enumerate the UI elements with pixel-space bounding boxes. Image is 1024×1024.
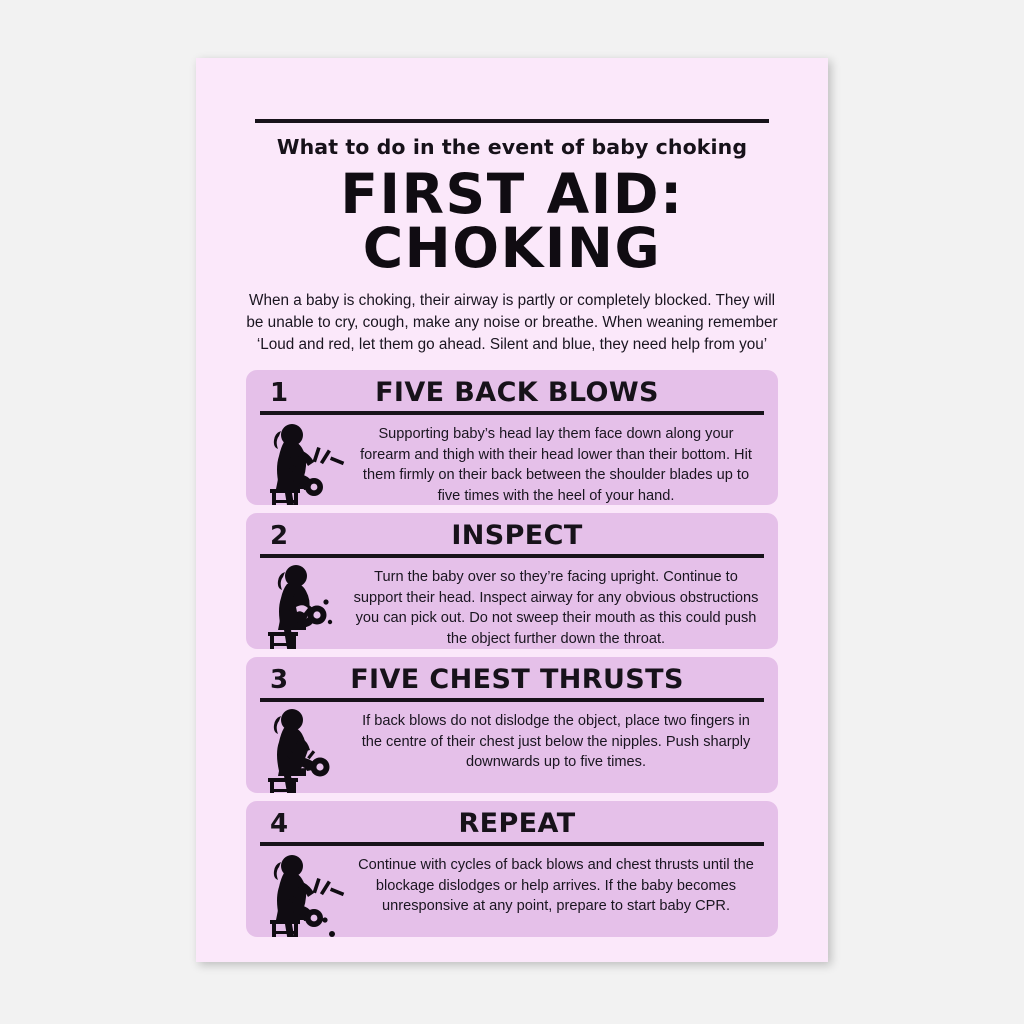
back-blows-icon — [254, 417, 350, 506]
step-1-divider — [260, 411, 764, 415]
chest-thrusts-icon — [254, 704, 350, 794]
page-title: FIRST AID: CHOKING — [196, 167, 828, 280]
step-1-body: Supporting baby’s head lay them face dow… — [260, 415, 764, 506]
step-3-heading: FIVE CHEST THRUSTS — [350, 664, 684, 696]
poster-kicker: What to do in the event of baby choking — [276, 135, 748, 159]
title-line-1: FIRST AID: — [340, 162, 684, 226]
steps-list: 1 FIVE BACK BLOWS — [196, 370, 828, 938]
step-3-text: If back blows do not dislodge the object… — [361, 712, 751, 771]
intro-paragraph: When a baby is choking, their airway is … — [246, 291, 778, 354]
step-3-header: 3 FIVE CHEST THRUSTS — [260, 664, 764, 695]
step-3-number: 3 — [270, 665, 289, 696]
repeat-cycle-icon — [254, 848, 350, 938]
step-card-2: 2 INSPECT — [246, 513, 778, 650]
step-card-1: 1 FIVE BACK BLOWS — [246, 370, 778, 506]
header-top-rule — [255, 119, 769, 123]
step-4-body: Continue with cycles of back blows and c… — [260, 846, 764, 938]
inspect-airway-icon — [254, 560, 350, 650]
step-2-divider — [260, 554, 764, 558]
step-2-text: Turn the baby over so they’re facing upr… — [353, 568, 759, 647]
step-card-3: 3 FIVE CHEST THRUSTS — [246, 657, 778, 794]
step-2-number: 2 — [270, 521, 289, 552]
step-1-header: 1 FIVE BACK BLOWS — [260, 377, 764, 408]
step-4-text: Continue with cycles of back blows and c… — [358, 856, 754, 915]
step-card-4: 4 REPEAT — [246, 801, 778, 938]
step-3-divider — [260, 698, 764, 702]
step-1-number: 1 — [270, 378, 289, 409]
step-1-heading: FIVE BACK BLOWS — [375, 377, 659, 409]
step-2-body: Turn the baby over so they’re facing upr… — [260, 558, 764, 650]
step-2-header: 2 INSPECT — [260, 520, 764, 551]
step-4-heading: REPEAT — [458, 808, 576, 840]
poster-sheet: What to do in the event of baby choking … — [196, 58, 828, 962]
step-4-header: 4 REPEAT — [260, 808, 764, 839]
step-4-divider — [260, 842, 764, 846]
step-4-number: 4 — [270, 809, 289, 840]
step-2-heading: INSPECT — [451, 520, 583, 552]
step-3-body: If back blows do not dislodge the object… — [260, 702, 764, 794]
title-line-2: CHOKING — [362, 215, 662, 280]
step-1-text: Supporting baby’s head lay them face dow… — [360, 425, 752, 504]
